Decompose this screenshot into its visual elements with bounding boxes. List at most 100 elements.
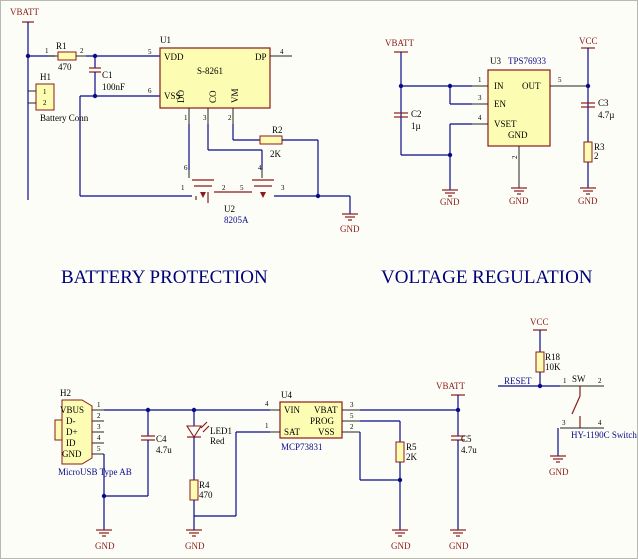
h2-pin-vbus: VBUS bbox=[60, 405, 84, 415]
sw-pin4: 4 bbox=[598, 419, 602, 427]
r5-value: 2K bbox=[406, 452, 418, 462]
r3-ref: R3 bbox=[594, 142, 605, 152]
led1-value: Red bbox=[210, 436, 225, 446]
r4-value: 470 bbox=[199, 490, 213, 500]
gnd-label-8: GND bbox=[449, 541, 469, 551]
u4-pin-sat: SAT bbox=[284, 427, 301, 437]
gnd-label-5: GND bbox=[95, 541, 115, 551]
r18-ref: R18 bbox=[545, 352, 561, 362]
c2-value: 1µ bbox=[411, 121, 421, 131]
junction bbox=[447, 152, 453, 158]
u4-pinnum-vin: 4 bbox=[265, 400, 269, 408]
u1-pin-vm: VM bbox=[230, 88, 240, 103]
u1-pinnum-co: 3 bbox=[203, 114, 207, 122]
u1-pin-do: DO bbox=[176, 90, 186, 103]
u1-pinnum-do: 1 bbox=[184, 114, 188, 122]
u2-pin5: 5 bbox=[240, 184, 244, 192]
junction bbox=[537, 383, 543, 389]
u4-pinnum-prog: 5 bbox=[350, 412, 354, 420]
h2-label: MicroUSB Type AB bbox=[58, 467, 132, 477]
vbatt-label-2: VBATT bbox=[385, 38, 415, 48]
h2-pinnum4: 4 bbox=[97, 434, 101, 442]
u3-pinnum-in: 1 bbox=[478, 76, 482, 84]
u3-pin-en: EN bbox=[494, 99, 506, 109]
junction bbox=[92, 93, 98, 99]
r1-pin2-num: 2 bbox=[80, 47, 84, 55]
r3-value: 2 bbox=[594, 151, 599, 161]
u1-part: S-8261 bbox=[197, 66, 223, 76]
r4-body bbox=[189, 479, 199, 501]
sw-actuator bbox=[571, 395, 581, 415]
junction bbox=[455, 407, 461, 413]
vbatt-label-1: VBATT bbox=[10, 7, 40, 17]
charger-block: H2 VBUS D- D+ ID GND MicroUSB Type AB 1 … bbox=[54, 381, 477, 551]
led1-ref: LED1 bbox=[210, 426, 232, 436]
r2-ref: R2 bbox=[272, 125, 283, 135]
title-voltage-regulation: VOLTAGE REGULATION bbox=[381, 267, 593, 288]
u4-pinnum-vbat: 3 bbox=[350, 401, 354, 409]
u2-pin4: 4 bbox=[258, 164, 262, 172]
u3-pin-vset: VSET bbox=[494, 119, 517, 129]
h2-body bbox=[61, 399, 93, 465]
gnd-label-4: GND bbox=[578, 196, 598, 206]
c1-value: 100nF bbox=[102, 82, 125, 92]
u3-pinnum-out: 5 bbox=[558, 76, 562, 84]
u4-ref: U4 bbox=[281, 390, 292, 400]
r5-ref: R5 bbox=[406, 442, 417, 452]
led1-arrow2 bbox=[202, 425, 210, 433]
r1-value: 470 bbox=[58, 62, 72, 72]
r4-ref: R4 bbox=[199, 480, 210, 490]
sw-part: HY-1190C Switch bbox=[571, 430, 637, 440]
junction bbox=[585, 83, 591, 89]
gnd-symbol bbox=[580, 187, 596, 195]
r2-value: 2K bbox=[270, 149, 282, 159]
u3-pin-out: OUT bbox=[522, 81, 541, 91]
title-battery-protection: BATTERY PROTECTION bbox=[61, 267, 268, 288]
gnd-symbol bbox=[342, 213, 358, 221]
u1-pin-vdd: VDD bbox=[164, 52, 184, 62]
c3-ref: C3 bbox=[598, 98, 609, 108]
r3-body bbox=[583, 141, 593, 163]
u1-pinnum-dp: 4 bbox=[280, 48, 284, 56]
u3-pinnum-vset: 4 bbox=[478, 114, 482, 122]
h2-ref: H2 bbox=[60, 388, 71, 398]
sw-pin1: 1 bbox=[563, 377, 567, 385]
u2-diode1 bbox=[200, 192, 206, 198]
junction bbox=[398, 83, 404, 89]
u4-pinnum-sat: 1 bbox=[265, 422, 269, 430]
sw-pin2: 2 bbox=[598, 377, 602, 385]
u3-part: TPS76933 bbox=[508, 56, 547, 66]
u4-pin-vin: VIN bbox=[284, 405, 300, 415]
h2-pin-dp: D+ bbox=[66, 427, 78, 437]
led1-triangle bbox=[185, 425, 203, 439]
u4-pin-prog: PROG bbox=[310, 416, 335, 426]
h1-label: Battery Conn bbox=[40, 113, 89, 123]
reset-switch-block: VCC R18 10K RESET 1 SW 2 3 4 HY-1190C Sw… bbox=[498, 317, 637, 477]
u4-pinnum-vss: 2 bbox=[350, 423, 354, 431]
h1-pin2: 2 bbox=[43, 99, 47, 107]
u1-ref: U1 bbox=[160, 35, 171, 45]
c5-value: 4.7u bbox=[461, 445, 477, 455]
h2-pin-gnd: GND bbox=[62, 449, 82, 459]
h2-pinnum2: 2 bbox=[97, 412, 101, 420]
h2-pin-dm: D- bbox=[66, 416, 76, 426]
u2-pin1: 1 bbox=[181, 184, 185, 192]
gnd-symbol bbox=[96, 529, 112, 537]
u1-body bbox=[159, 47, 271, 109]
u4-body bbox=[279, 401, 343, 439]
reset-net-label: RESET bbox=[504, 376, 532, 386]
junction bbox=[25, 53, 31, 59]
u2-part: 8205A bbox=[224, 215, 249, 225]
vcc-label-2: VCC bbox=[530, 317, 549, 327]
r5-body bbox=[395, 441, 405, 463]
h2-pinnum1: 1 bbox=[97, 401, 101, 409]
gnd-symbol bbox=[392, 529, 408, 537]
u2-ref: U2 bbox=[224, 204, 235, 214]
h1-ref: H1 bbox=[40, 72, 51, 82]
battery-protection-block: VBATT R1 470 1 2 C1 100nF H1 1 2 Battery… bbox=[10, 7, 360, 234]
r1-body bbox=[57, 51, 77, 61]
h2-shell bbox=[54, 419, 63, 441]
r1-ref: R1 bbox=[56, 41, 67, 51]
u4-pin-vbat: VBAT bbox=[314, 405, 338, 415]
